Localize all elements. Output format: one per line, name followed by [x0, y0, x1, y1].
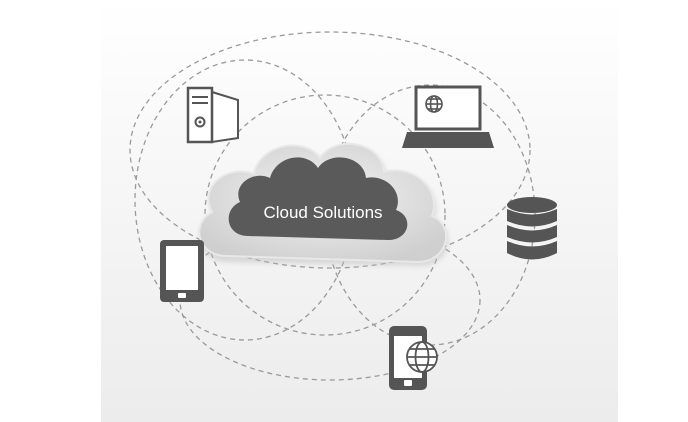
cloud-shape: Cloud Solutions [198, 143, 449, 266]
tablet-icon [160, 240, 204, 302]
connection-orbit-large [129, 31, 531, 269]
laptop-globe-icon [402, 85, 494, 148]
database-icon [507, 197, 557, 260]
cloud-label: Cloud Solutions [263, 203, 382, 222]
server-tower-icon [186, 86, 239, 144]
connection-orbit-inner [204, 94, 446, 336]
smartphone-globe-icon [389, 326, 438, 390]
